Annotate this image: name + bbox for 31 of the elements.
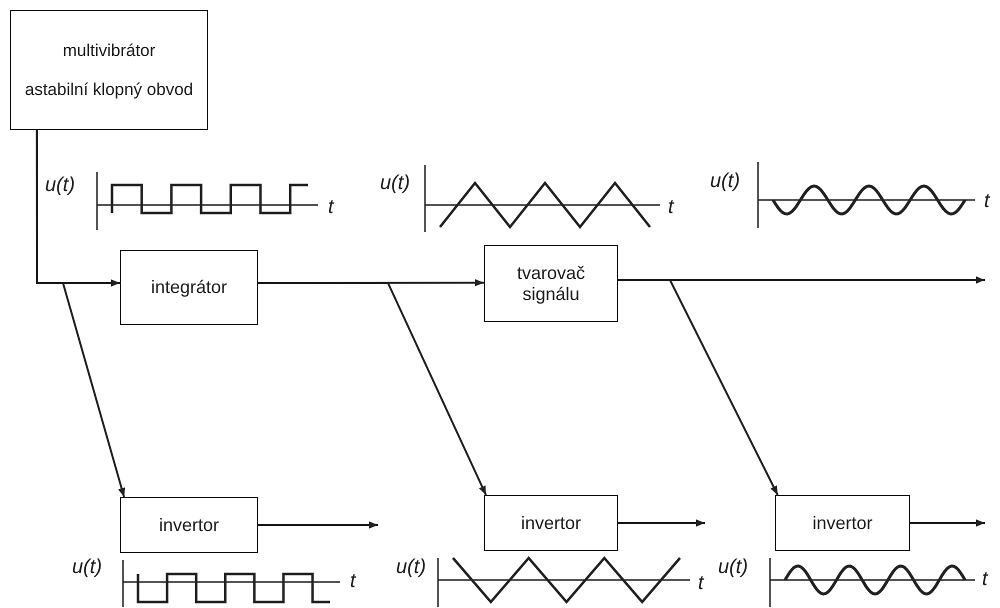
arrow — [36, 130, 126, 498]
arrow — [618, 519, 705, 527]
block-label: integrátor — [150, 277, 228, 298]
block-label: tvarovač signálu — [516, 262, 586, 304]
axis-label: t — [668, 196, 674, 219]
axis-label: t — [698, 572, 704, 595]
process-box — [484, 245, 618, 322]
arrow — [618, 279, 779, 496]
arrow — [258, 282, 487, 496]
axis-label: u(t) — [710, 170, 740, 193]
axis-label: t — [982, 568, 988, 591]
axis-label: u(t) — [45, 174, 75, 197]
block-label: invertor — [812, 512, 873, 534]
block-title: multivibrátor — [62, 40, 156, 60]
process-box — [120, 250, 258, 325]
block-subtitle: astabilní klopný obvod — [24, 80, 194, 100]
axis-label: t — [328, 196, 334, 219]
axis-label: u(t) — [718, 556, 748, 579]
axis-label: t — [350, 570, 356, 593]
axis-label: t — [984, 190, 990, 213]
process-box — [120, 497, 258, 553]
process-box — [775, 495, 910, 551]
process-box — [10, 10, 208, 130]
axis-label: u(t) — [396, 556, 426, 579]
block-label: invertor — [520, 512, 582, 534]
axis-label: u(t) — [380, 172, 410, 195]
process-box — [484, 495, 618, 551]
axis-label: u(t) — [72, 556, 102, 579]
arrow — [910, 519, 985, 527]
block-label: invertor — [158, 514, 220, 536]
arrow — [258, 521, 378, 529]
